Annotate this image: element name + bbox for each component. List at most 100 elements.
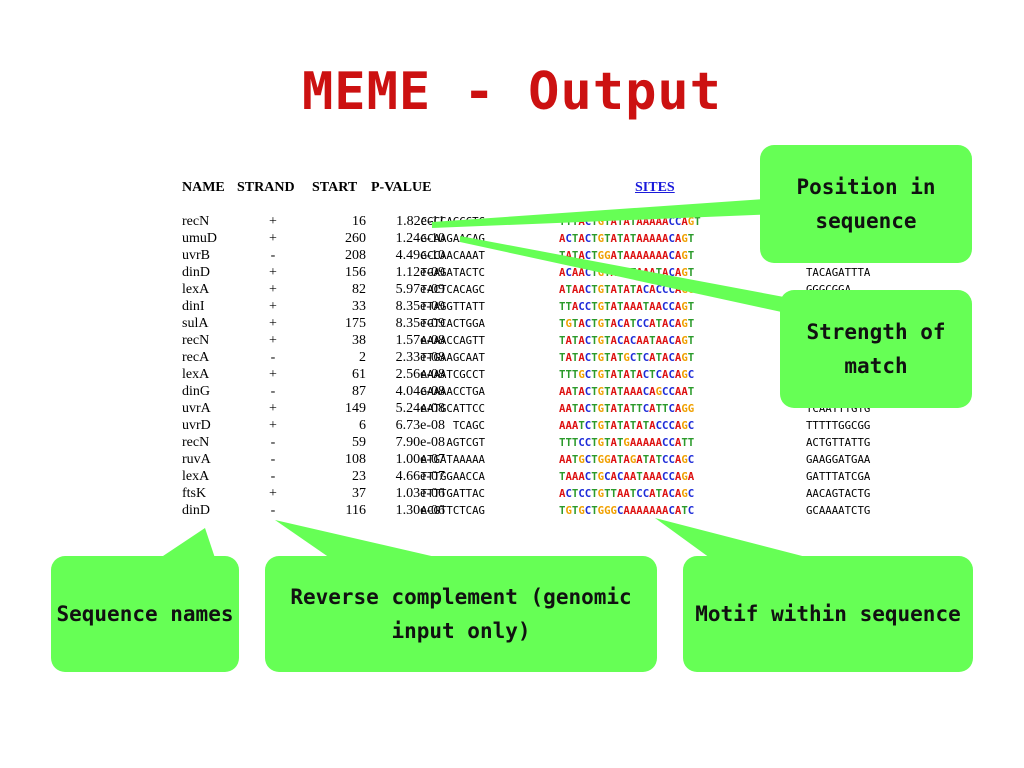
callout-position-in-sequence: Position in sequence (760, 145, 972, 263)
sequence-name: uvrB (182, 248, 210, 263)
strand: + (269, 282, 277, 297)
start-position: 6 (359, 418, 366, 433)
strand: + (269, 367, 277, 382)
left-flank: TGAGATACTC (420, 266, 485, 279)
motif-site: TTACCTGTATAAATAACCAGT (559, 300, 695, 313)
pointer-names (160, 528, 215, 558)
motif-site: TAAACTGCACAATAAACCAGA (559, 470, 695, 483)
sequence-name: sulA (182, 316, 209, 331)
strand: + (269, 418, 277, 433)
sequence-name: recA (182, 350, 210, 365)
left-flank: AAAATCGCCT (420, 368, 485, 381)
motif-site: ACTCCTGTTAATCCATACAGC (559, 487, 695, 500)
p-value: 5.24e-08 (395, 401, 445, 416)
pointer-reverse (275, 520, 440, 558)
sequence-name: ftsK (182, 486, 207, 501)
sequence-name: dinD (182, 503, 210, 518)
left-flank: TGTCACTGGA (420, 317, 485, 330)
strand: - (270, 435, 276, 450)
left-flank: AATGCATTCC (420, 402, 485, 415)
motif-site: ACTACTGTATATAAAAACAGT (559, 232, 695, 245)
column-header-name: NAME (182, 180, 225, 195)
sequence-name: uvrD (182, 418, 211, 433)
start-position: 23 (352, 469, 366, 484)
strand: - (270, 469, 276, 484)
sequence-name: recN (182, 333, 210, 348)
strand: + (269, 333, 277, 348)
start-position: 16 (352, 214, 366, 229)
sequence-name: dinD (182, 265, 210, 280)
p-value: 1.03e-06 (395, 486, 445, 501)
sequence-name: recN (182, 435, 210, 450)
left-flank: TCAGC (452, 419, 485, 432)
sites-link[interactable]: SITES (635, 180, 675, 195)
start-position: 156 (345, 265, 366, 280)
p-value: 7.90e-08 (395, 435, 445, 450)
pointer-motif (655, 518, 810, 558)
sequence-name: umuD (182, 231, 217, 246)
sequence-name: dinI (182, 299, 205, 314)
right-flank: GAAGGATGAA (806, 453, 871, 466)
left-flank: TACTCACAGC (420, 283, 485, 296)
strand: + (269, 231, 277, 246)
left-flank: TTGAAGCAAT (420, 351, 485, 364)
left-flank: AAAACCAGTT (420, 334, 485, 347)
sequence-name: recN (182, 214, 210, 229)
p-value: 1.24e-10 (395, 231, 445, 246)
left-flank: TTTGGAACCA (420, 470, 485, 483)
p-value: 8.35e-09 (395, 316, 445, 331)
left-flank: AGTCGT (446, 436, 485, 449)
sequence-name: ruvA (182, 452, 211, 467)
sequence-name: dinG (182, 384, 210, 399)
pointer-strength (460, 236, 800, 316)
left-flank: ACGTTCTCAG (420, 504, 485, 517)
motif-site: TATACTGTATGCTCATACAGT (559, 351, 695, 364)
start-position: 82 (352, 282, 366, 297)
motif-site: TGTACTGTACATCCATACAGT (559, 317, 695, 330)
start-position: 37 (352, 486, 366, 501)
right-flank: ACTGTTATTG (806, 436, 871, 449)
strand: + (269, 214, 277, 229)
sequence-name: lexA (182, 282, 210, 297)
strand: - (270, 350, 276, 365)
motif-site: TTTGCTGTATATACTCACAGC (559, 368, 695, 381)
start-position: 108 (345, 452, 366, 467)
right-flank: TACAGATTTA (806, 266, 871, 279)
sequence-name: lexA (182, 469, 210, 484)
right-flank: GCAAAATCTG (806, 504, 871, 517)
start-position: 61 (352, 367, 366, 382)
callout-sequence-names: Sequence names (51, 556, 239, 672)
strand: + (269, 265, 277, 280)
callout-reverse-complement: Reverse complement (genomic input only) (265, 556, 657, 672)
p-value: 4.04e-08 (395, 384, 445, 399)
start-position: 260 (345, 231, 366, 246)
left-flank: TTTTGATTAC (420, 487, 485, 500)
start-position: 38 (352, 333, 366, 348)
strand: + (269, 316, 277, 331)
start-position: 116 (345, 503, 366, 518)
motif-site: AATGCTGGATAGATATCCAGC (559, 453, 695, 466)
p-value: 2.33e-08 (395, 350, 445, 365)
start-position: 149 (345, 401, 366, 416)
strand: + (269, 299, 277, 314)
sequence-name: uvrA (182, 401, 211, 416)
start-position: 33 (352, 299, 366, 314)
strand: - (270, 452, 276, 467)
right-flank: AACAGTACTG (806, 487, 871, 500)
callout-motif-within-sequence: Motif within sequence (683, 556, 973, 672)
left-flank: GCCAACAAAT (420, 249, 485, 262)
start-position: 175 (345, 316, 366, 331)
p-value: 5.97e-09 (395, 282, 445, 297)
p-value: 1.12e-09 (395, 265, 445, 280)
strand: + (269, 486, 277, 501)
motif-site: TTTACTGTATATAAAAACCAGT (559, 215, 701, 228)
